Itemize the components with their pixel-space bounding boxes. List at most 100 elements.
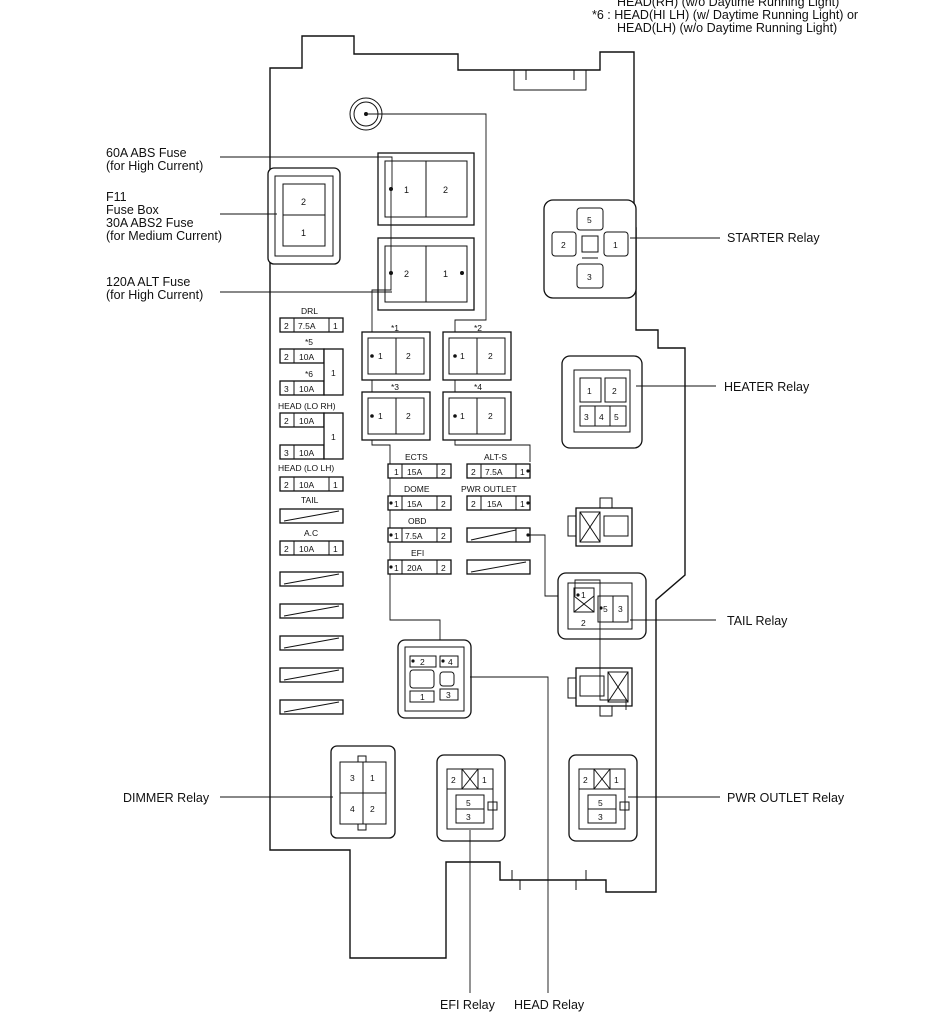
fuse-box-housing xyxy=(269,35,686,959)
alt-120a-fuse: 2 1 xyxy=(377,237,475,311)
svg-text:10A: 10A xyxy=(299,448,314,458)
svg-text:3: 3 xyxy=(350,773,355,783)
svg-text:2: 2 xyxy=(404,269,409,279)
svg-text:TAIL: TAIL xyxy=(301,495,319,505)
svg-text:20A: 20A xyxy=(407,563,422,573)
svg-text:2: 2 xyxy=(581,618,586,628)
f11-fuse-box: 2 1 xyxy=(267,167,341,265)
svg-text:1: 1 xyxy=(394,499,399,509)
svg-text:1: 1 xyxy=(520,467,525,477)
svg-text:4: 4 xyxy=(350,804,355,814)
svg-text:7.5A: 7.5A xyxy=(298,321,316,331)
svg-text:2: 2 xyxy=(441,499,446,509)
svg-text:*2: *2 xyxy=(474,323,482,333)
svg-text:2: 2 xyxy=(284,352,289,362)
svg-text:5: 5 xyxy=(587,215,592,225)
svg-text:3: 3 xyxy=(466,812,471,822)
svg-text:3: 3 xyxy=(618,604,623,614)
head-relay-label: HEAD Relay xyxy=(514,998,585,1012)
svg-text:2: 2 xyxy=(441,531,446,541)
abs-60a-fuse-sublabel: (for High Current) xyxy=(106,159,203,173)
svg-text:3: 3 xyxy=(587,272,592,282)
svg-text:2: 2 xyxy=(451,775,456,785)
svg-text:1: 1 xyxy=(460,411,465,421)
head-relay: 2 4 1 3 xyxy=(397,639,472,719)
svg-text:1: 1 xyxy=(333,544,338,554)
svg-text:1: 1 xyxy=(333,321,338,331)
svg-text:*4: *4 xyxy=(474,382,482,392)
svg-text:2: 2 xyxy=(488,411,493,421)
svg-text:2: 2 xyxy=(406,351,411,361)
small-fuse-1: *1 1 2 xyxy=(361,323,431,381)
svg-text:2: 2 xyxy=(583,775,588,785)
svg-text:15A: 15A xyxy=(407,467,422,477)
svg-text:2: 2 xyxy=(301,197,306,207)
svg-text:4: 4 xyxy=(448,657,453,667)
starter-relay: 5 2 1 3 xyxy=(543,199,637,299)
svg-text:15A: 15A xyxy=(407,499,422,509)
efi-relay: 2 1 5 3 xyxy=(436,754,506,842)
center-fuse-grid: ECTS 1 15A 2 ALT-S 2 7.5A 1 DOME 1 15A 2… xyxy=(387,452,531,575)
abs2-30a-fuse-sublabel: (for Medium Current) xyxy=(106,229,222,243)
fuse-box-label: Fuse Box xyxy=(106,203,160,217)
svg-text:1: 1 xyxy=(581,590,586,600)
svg-text:10A: 10A xyxy=(299,352,314,362)
svg-text:1: 1 xyxy=(460,351,465,361)
svg-text:*6: *6 xyxy=(305,369,313,379)
efi-relay-label: EFI Relay xyxy=(440,998,496,1012)
svg-text:EFI: EFI xyxy=(411,548,424,558)
small-fuse-3: *3 1 2 xyxy=(361,382,431,441)
svg-text:*5: *5 xyxy=(305,337,313,347)
svg-text:*1: *1 xyxy=(391,323,399,333)
svg-text:HEAD (LO LH): HEAD (LO LH) xyxy=(278,463,334,473)
dimmer-relay-label: DIMMER Relay xyxy=(123,791,210,805)
svg-text:2: 2 xyxy=(420,657,425,667)
svg-text:10A: 10A xyxy=(299,544,314,554)
pwr-outlet-relay: 2 1 5 3 xyxy=(568,754,638,842)
abs2-30a-fuse-label: 30A ABS2 Fuse xyxy=(106,216,194,230)
svg-text:1: 1 xyxy=(370,773,375,783)
svg-text:2: 2 xyxy=(370,804,375,814)
alt-120a-fuse-sublabel: (for High Current) xyxy=(106,288,203,302)
svg-text:1: 1 xyxy=(378,411,383,421)
pwr-outlet-relay-label: PWR OUTLET Relay xyxy=(727,791,845,805)
abs-60a-fuse-label: 60A ABS Fuse xyxy=(106,146,187,160)
svg-text:15A: 15A xyxy=(487,499,502,509)
svg-text:10A: 10A xyxy=(299,416,314,426)
svg-text:1: 1 xyxy=(331,368,336,378)
svg-text:A.C: A.C xyxy=(304,528,318,538)
alt-120a-fuse-label: 120A ALT Fuse xyxy=(106,275,190,289)
svg-text:1: 1 xyxy=(331,432,336,442)
f11-label: F11 xyxy=(106,190,127,204)
svg-text:PWR OUTLET: PWR OUTLET xyxy=(461,484,517,494)
svg-text:1: 1 xyxy=(443,269,448,279)
svg-text:3: 3 xyxy=(598,812,603,822)
svg-text:DOME: DOME xyxy=(404,484,430,494)
relay-socket-upper xyxy=(567,497,633,547)
svg-text:3: 3 xyxy=(446,690,451,700)
svg-text:1: 1 xyxy=(420,692,425,702)
svg-text:2: 2 xyxy=(471,467,476,477)
svg-text:2: 2 xyxy=(471,499,476,509)
svg-text:1: 1 xyxy=(301,228,306,238)
svg-text:4: 4 xyxy=(599,412,604,422)
svg-text:5: 5 xyxy=(603,604,608,614)
svg-text:10A: 10A xyxy=(299,384,314,394)
svg-text:7.5A: 7.5A xyxy=(405,531,423,541)
svg-text:1: 1 xyxy=(394,563,399,573)
small-fuse-4: *4 1 2 xyxy=(442,382,512,441)
svg-text:3: 3 xyxy=(284,448,289,458)
note-line-2: *6 : HEAD(HI LH) (w/ Daytime Running Lig… xyxy=(592,8,858,22)
svg-text:OBD: OBD xyxy=(408,516,426,526)
svg-text:1: 1 xyxy=(333,480,338,490)
svg-text:DRL: DRL xyxy=(301,306,318,316)
svg-text:3: 3 xyxy=(584,412,589,422)
svg-text:HEAD (LO RH): HEAD (LO RH) xyxy=(278,401,336,411)
svg-text:*3: *3 xyxy=(391,382,399,392)
left-fuse-column: DRL 2 7.5A 1 *5 2 10A *6 3 10A 1 HEAD (L… xyxy=(278,306,344,715)
svg-text:1: 1 xyxy=(482,775,487,785)
svg-text:7.5A: 7.5A xyxy=(485,467,503,477)
leader-lines xyxy=(220,156,720,993)
svg-text:1: 1 xyxy=(378,351,383,361)
